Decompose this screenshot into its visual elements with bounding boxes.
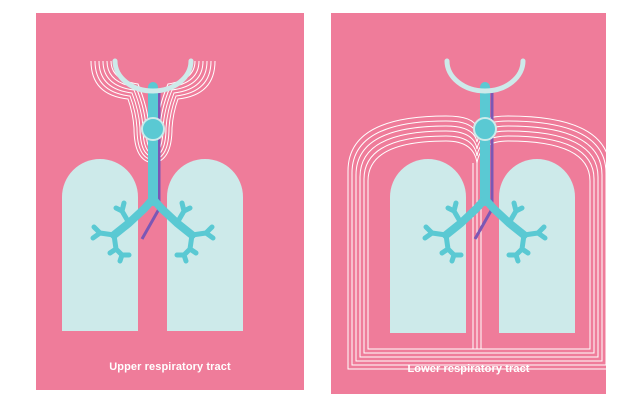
right-lung <box>167 159 243 331</box>
left-lung <box>390 159 466 333</box>
upper-respiratory-diagram <box>36 13 304 390</box>
left-lung <box>62 159 138 331</box>
upper-respiratory-panel: Upper respiratory tract <box>36 13 304 390</box>
lower-respiratory-panel: Lower respiratory tract <box>331 13 606 394</box>
larynx-circle <box>474 118 496 140</box>
lower-caption: Lower respiratory tract <box>331 363 606 375</box>
right-lung <box>499 159 575 333</box>
larynx-circle <box>142 118 164 140</box>
lower-respiratory-diagram <box>331 13 606 394</box>
upper-caption: Upper respiratory tract <box>36 361 304 373</box>
